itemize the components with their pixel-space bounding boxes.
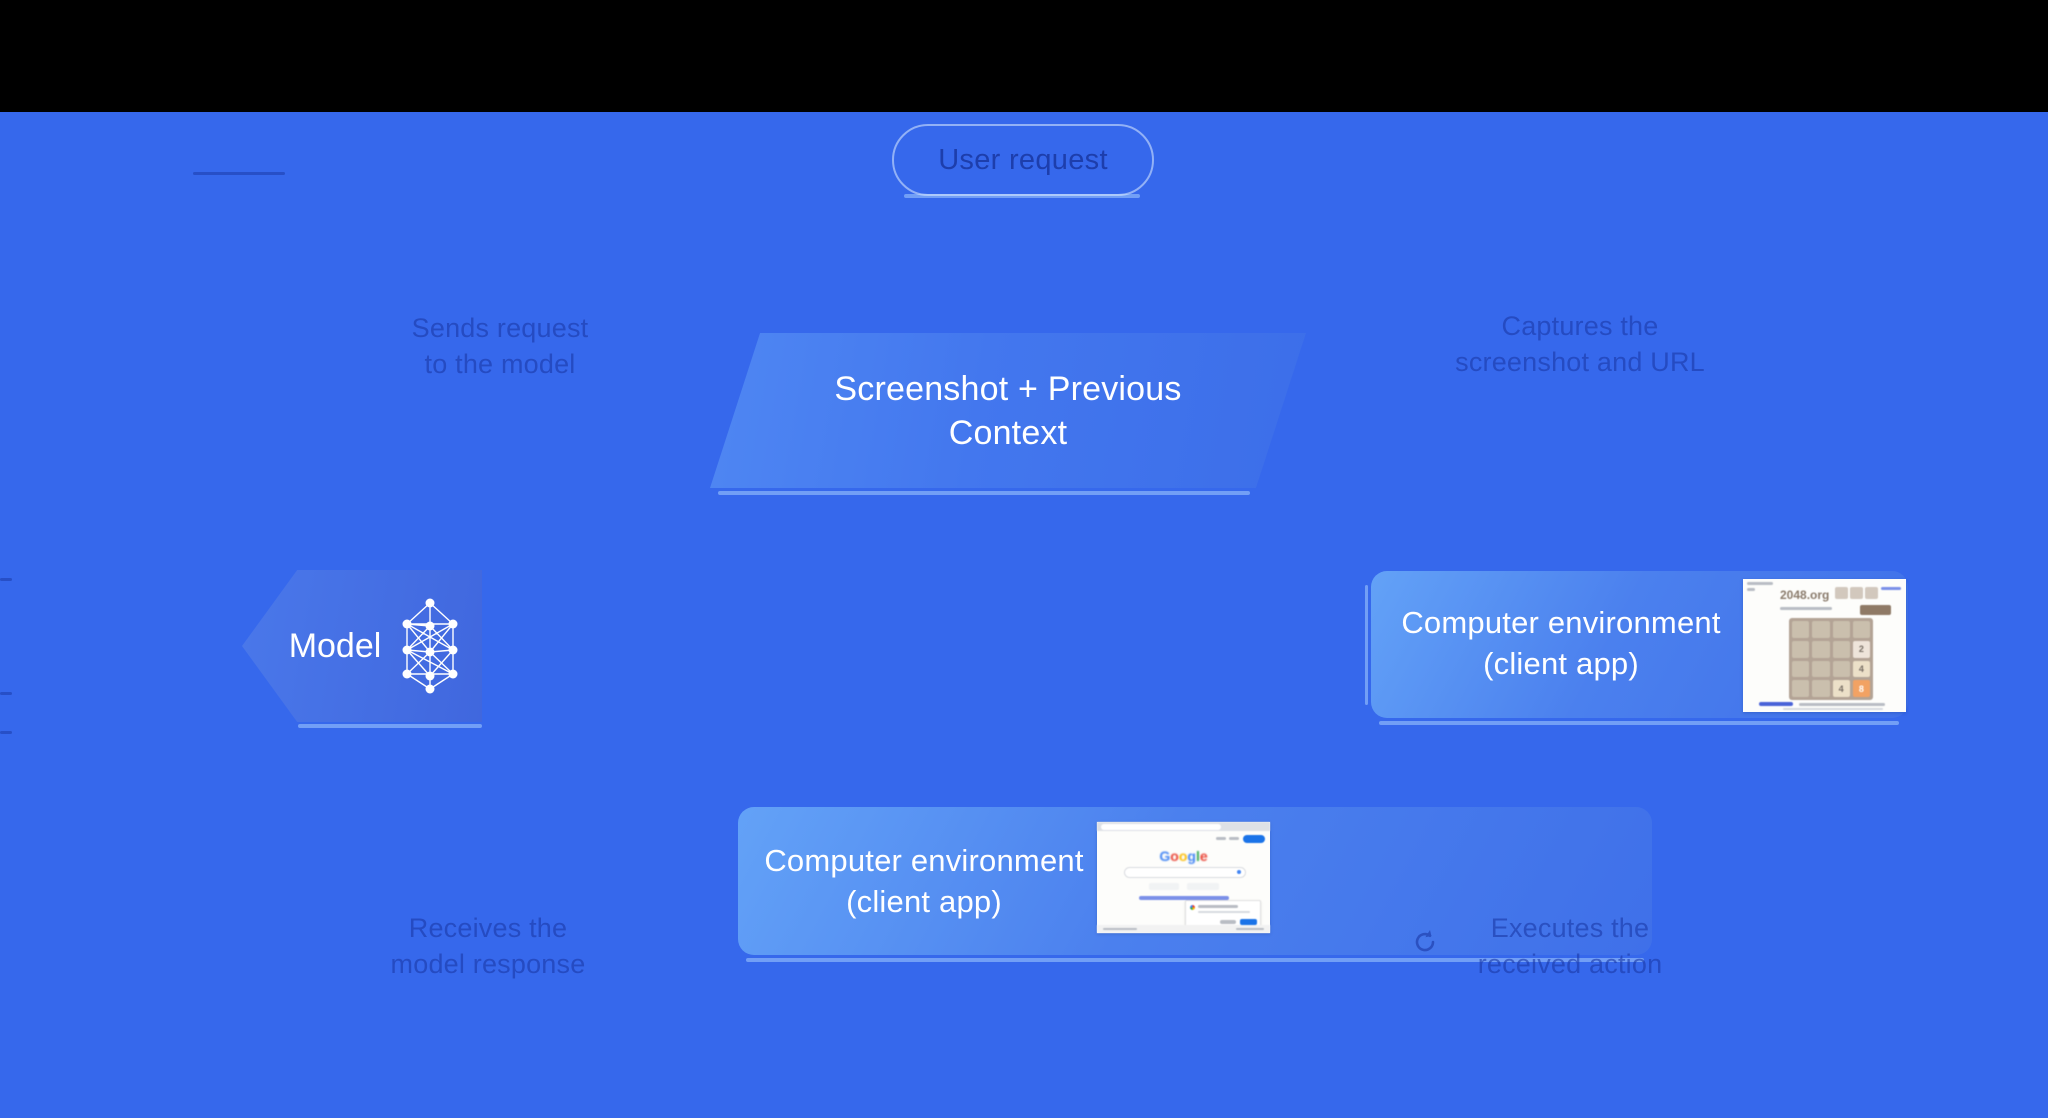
language-link-bar [1139,896,1229,900]
env-right-caption: Computer environment (client app) [1389,602,1733,684]
grid-cell [1832,621,1850,638]
tile-8: 8 [1852,680,1870,697]
neural-network-icon [402,598,458,694]
new-game-button [1860,605,1891,615]
mini-2048-content: 2048.org 2 [1743,579,1906,712]
google-logo: Google [1097,848,1270,864]
step-label-receive-response: Receives the model response [360,910,616,982]
dialog-text-bar [1198,905,1238,908]
score-box [1835,587,1848,599]
context-underline [718,491,1250,495]
step-send-request-line1: Sends request [411,313,589,343]
computer-environment-card-bottom: Computer environment (client app) Google [738,807,1652,955]
grid-cell [1812,660,1830,678]
env-right-caption-line2: (client app) [1483,646,1639,681]
footer-links-bar [1103,928,1137,930]
user-request-pill: User request [892,124,1154,196]
grid-cell [1832,660,1850,678]
google-logo-letter: o [1170,848,1179,864]
site-title-2048: 2048.org [1780,588,1830,602]
step-receive-response-line1: Receives the [408,913,568,943]
grid-cell [1812,680,1830,697]
stay-signed-out-bar [1220,920,1236,924]
google-logo-letter: g [1187,848,1196,864]
grid-cell [1852,621,1870,638]
step-label-capture-state: Captures the screenshot and URL [1452,308,1708,380]
grid-cell [1792,660,1810,678]
score-box [1865,587,1878,599]
grid-cell [1792,621,1810,638]
google-logo-letter: l [1195,848,1200,864]
user-request-label: User request [938,143,1108,176]
search-input [1124,867,1246,878]
loop-arc-segment [0,578,12,581]
loop-arc-segment [0,692,12,695]
step-label-send-request: Sends request to the model [372,310,628,382]
step-receive-response-line2: model response [390,949,586,979]
grid-cell [1832,640,1850,658]
step-send-request-line2: to the model [424,349,576,379]
computer-environment-card-right: Computer environment (client app) 2048.o… [1371,571,1908,718]
google-search-button [1149,883,1179,890]
loop-arc-segment [1365,585,1368,705]
env-right-caption-line1: Computer environment [1401,605,1721,640]
tile-4: 4 [1832,680,1850,697]
grid-cell [1792,640,1810,658]
footer-bar [1097,925,1270,933]
browser-chrome-bar [1747,582,1773,585]
top-letterbox-band [0,0,2048,112]
env-bottom-caption-line1: Computer environment [764,843,1084,878]
screenshot-context-node: Screenshot + Previous Context [710,333,1306,488]
gmail-link-bar [1229,837,1239,840]
link-bar [1759,702,1793,706]
step-capture-state-line2: screenshot and URL [1455,347,1705,377]
google-g-icon [1190,905,1195,910]
score-box [1850,587,1863,599]
loop-arc-segment [193,172,285,175]
model-underline [298,724,482,728]
images-link-bar [1216,837,1226,840]
env-bottom-caption: Computer environment (client app) [750,840,1098,922]
google-logo-letter: e [1199,848,1208,864]
text-bar [1780,607,1832,610]
browser-tab [1101,824,1221,830]
model-label: Model [288,626,382,665]
tile-4: 4 [1852,660,1870,678]
text-bar [1799,703,1885,706]
footer-links-bar [1236,928,1264,930]
browser-chrome-bar [1747,588,1755,591]
dialog-sign-in-button [1240,919,1257,925]
env-bottom-caption-line2: (client app) [846,884,1002,919]
loop-arc-segment [0,731,12,734]
context-label-line1: Screenshot + Previous [834,369,1182,408]
env-bottom-underline [746,958,1644,962]
google-logo-letter: o [1178,848,1188,864]
grid-cell [1812,621,1830,638]
step-execute-action-line2: received action [1477,949,1663,979]
link-bar [1881,587,1901,590]
mic-icon [1237,870,1241,874]
dialog-text-bar [1198,911,1250,913]
mini-google-content: Google [1097,822,1270,933]
text-bar [1783,708,1883,710]
mini-2048-screenshot: 2048.org 2 [1743,579,1906,712]
sign-in-button [1243,835,1265,843]
tile-2: 2 [1852,640,1870,658]
mini-google-screenshot: Google [1097,822,1270,933]
google-logo-letter: G [1159,848,1171,864]
feeling-lucky-button [1187,883,1219,890]
grid-cell [1812,640,1830,658]
step-execute-action-line1: Executes the [1490,913,1650,943]
browser-chrome-bar [1097,822,1270,831]
model-node: Model [242,570,482,722]
env-right-underline [1379,721,1899,725]
context-label-line2: Context [948,413,1068,452]
step-label-execute-action: Executes the received action [1448,910,1692,982]
pill-underline [904,194,1140,198]
loop-repeat-icon [1415,930,1435,952]
grid-cell [1792,680,1810,697]
step-capture-state-line1: Captures the [1501,311,1659,341]
game-grid-2048: 2 4 4 8 [1789,618,1873,700]
